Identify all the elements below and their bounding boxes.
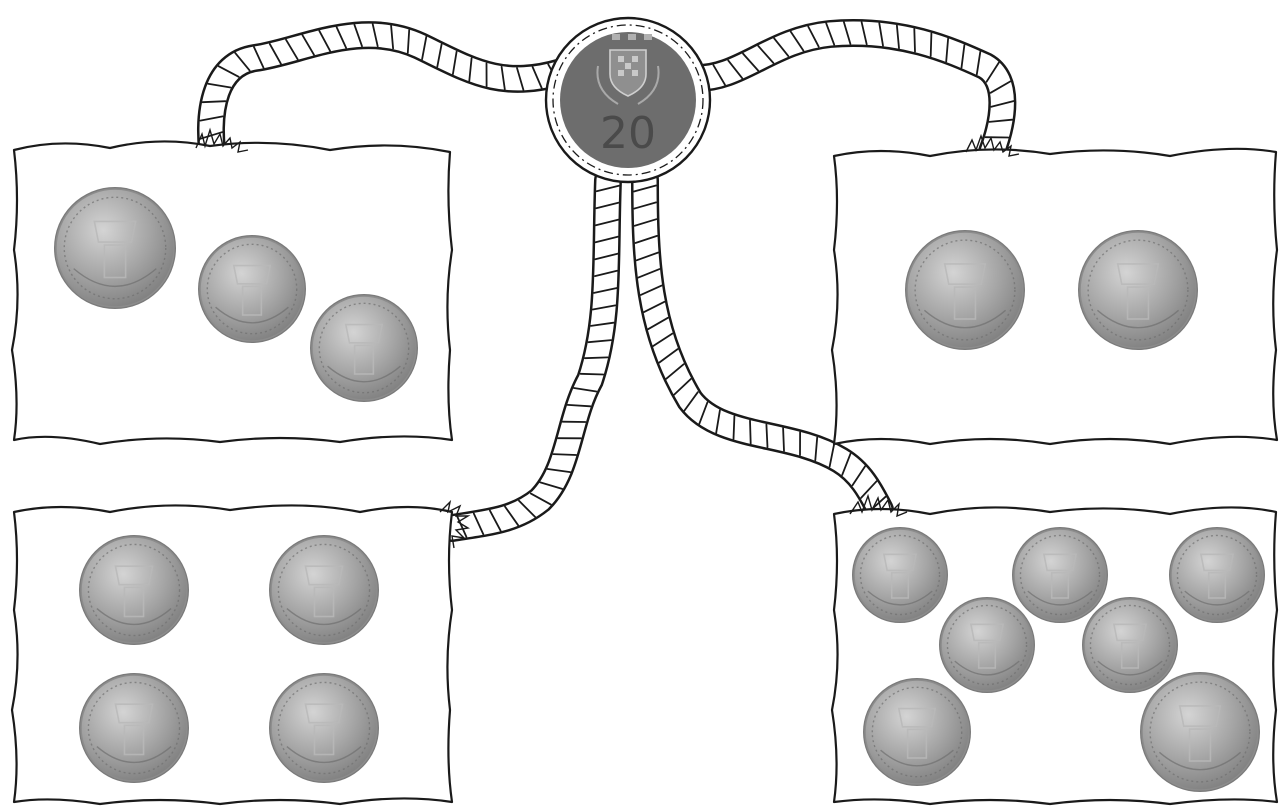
rope-rung — [914, 29, 915, 52]
coin — [198, 235, 306, 343]
coin — [54, 187, 176, 309]
center-coin-value: 20 — [600, 108, 656, 159]
rope-rung — [203, 101, 226, 102]
rope-rung — [581, 374, 604, 375]
coin — [1082, 597, 1178, 693]
coin — [269, 673, 379, 783]
box-top-right — [832, 149, 1277, 444]
rope-rung — [931, 33, 932, 56]
rope-rung — [783, 428, 784, 451]
rope-rung — [585, 357, 608, 358]
coin — [905, 230, 1025, 350]
coin — [863, 678, 971, 786]
center-coin: 20 — [546, 18, 710, 182]
coin — [79, 535, 189, 645]
coin — [79, 673, 189, 783]
rope-to-top-right — [694, 22, 1013, 152]
rope-rung — [553, 454, 576, 455]
rope-rung — [750, 421, 751, 444]
coin — [1012, 527, 1108, 623]
rope-rung — [766, 425, 767, 448]
coin — [1140, 672, 1260, 792]
coin — [1078, 230, 1198, 350]
box-bottom-left — [12, 505, 452, 804]
coin — [1169, 527, 1265, 623]
coin — [310, 294, 418, 402]
coin — [852, 527, 948, 623]
rope-to-bottom-left — [452, 180, 619, 537]
rope-rung — [734, 416, 735, 439]
coin — [939, 597, 1035, 693]
coin — [269, 535, 379, 645]
rope-to-top-left — [200, 24, 562, 150]
